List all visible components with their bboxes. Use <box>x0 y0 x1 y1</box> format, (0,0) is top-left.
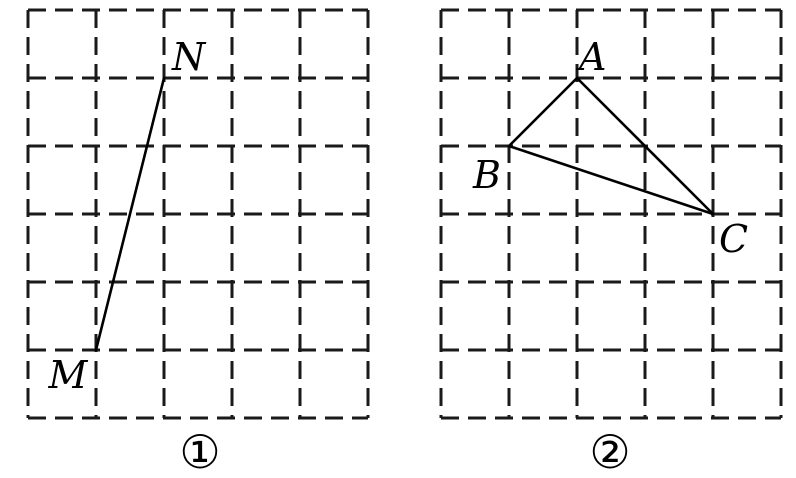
segment-MN <box>94 76 166 352</box>
figure-1: NM ① <box>26 8 370 478</box>
segment-AC <box>575 76 715 216</box>
segment-BC <box>507 144 715 216</box>
point-labels-2: A B C <box>472 35 748 261</box>
point-label-B: B <box>472 153 501 197</box>
figure-2: A B C ② <box>439 8 783 478</box>
point-labels-1: NM <box>48 35 207 397</box>
point-label-C: C <box>719 217 748 261</box>
figure-2-caption: ② <box>589 425 630 478</box>
segments-1 <box>94 76 166 352</box>
segments-2 <box>507 76 715 216</box>
point-label-A: A <box>576 35 606 79</box>
segment-AB <box>507 76 579 148</box>
grid-2 <box>439 8 783 420</box>
figure-1-caption: ① <box>179 425 220 478</box>
point-label-N: N <box>171 35 207 79</box>
point-label-M: M <box>48 353 89 397</box>
